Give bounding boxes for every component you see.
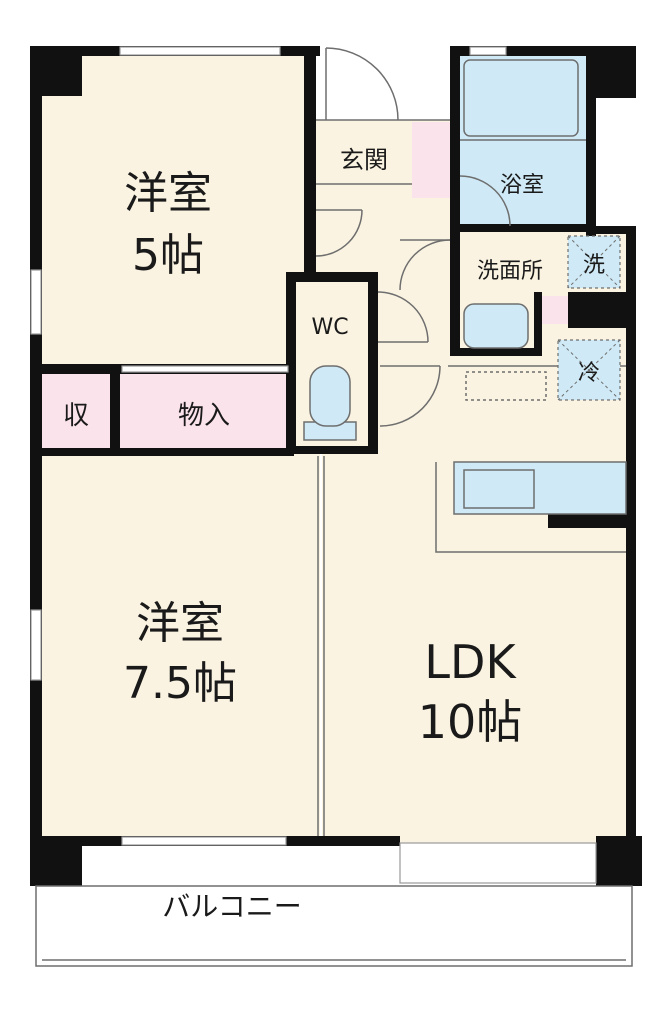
wall-bath-step: [586, 226, 636, 234]
toilet-bowl: [309, 365, 351, 427]
window-western75-left: [30, 609, 42, 681]
pink-shaft: [540, 296, 568, 324]
wall-wc-right: [368, 272, 378, 454]
washbasin: [463, 303, 529, 349]
column-top-left: [30, 46, 82, 96]
bathtub: [463, 59, 579, 137]
label-western5-size: 5帖: [132, 230, 204, 281]
window-bath-top: [469, 46, 507, 56]
refrigerator-cross-2: [557, 339, 621, 401]
wall-wc-outline-top: [286, 272, 378, 282]
wall-right-lower: [626, 226, 636, 846]
window-western75-bottom: [121, 836, 287, 846]
thin-lines: [35, 47, 633, 967]
wall-top-bath: [450, 46, 596, 56]
ldk-door-swing: [379, 365, 441, 427]
wall-washroom-shaft: [568, 292, 636, 328]
kitchen-sink: [463, 469, 535, 509]
label-washroom: 洗面所: [477, 259, 543, 284]
label-washing-machine: 洗: [583, 253, 605, 278]
window-ldk-bottom: [399, 842, 597, 884]
balcony-outline: [35, 885, 633, 967]
room-western-5-floor: [38, 48, 306, 370]
label-entrance: 玄関: [340, 146, 388, 174]
wall-washroom-right: [534, 292, 542, 356]
label-storage: 物入: [178, 401, 230, 431]
washroom-door-swing: [399, 239, 451, 291]
bath-door-swing: [459, 175, 511, 227]
label-ldk-name: LDK: [424, 635, 517, 689]
label-western75-size: 7.5帖: [123, 658, 237, 709]
closet-small-floor: [40, 374, 112, 450]
wall-western5-right: [304, 46, 316, 276]
wall-storage-bottom: [30, 448, 294, 456]
wc-door-swing: [377, 291, 429, 343]
storage-floor: [120, 374, 288, 450]
label-balcony: バルコニー: [162, 890, 301, 923]
column-top-right: [596, 46, 636, 98]
wall-kitchen-stub: [548, 514, 636, 528]
label-closet-small: 収: [63, 401, 89, 431]
kitchen-zone-edge: [435, 462, 626, 553]
entrance-tile-pink: [412, 122, 454, 198]
window-storage-top: [121, 365, 289, 373]
room-western-75-floor: [38, 452, 320, 842]
labels: 洋室 5帖 洋室 7.5帖 LDK 10帖 玄関 浴室 洗面所 WC 収 物入 …: [63, 146, 605, 923]
washing-machine-cross-2: [567, 235, 621, 289]
column-bottom-left: [30, 836, 82, 886]
label-ldk-size: 10帖: [418, 695, 523, 749]
window-western5-top: [119, 46, 281, 56]
label-wc: WC: [311, 315, 348, 340]
label-western75-name: 洋室: [136, 598, 224, 649]
washing-machine-space: [567, 235, 621, 289]
wall-wc-left: [286, 272, 296, 454]
wall-washroom-bottom: [450, 348, 542, 356]
wall-left: [30, 46, 42, 846]
wall-right-upper: [586, 46, 596, 236]
refrigerator-space: [557, 339, 621, 401]
entry-door-swing: [325, 47, 399, 121]
wall-closet-divider: [110, 364, 120, 454]
hall-door-swing-1: [315, 209, 363, 257]
wall-wc-bottom: [286, 446, 378, 454]
label-bath: 浴室: [500, 173, 544, 198]
window-western5-left: [30, 269, 42, 335]
label-refrigerator: 冷: [578, 361, 600, 386]
column-bottom-right: [596, 836, 642, 886]
windows: [30, 46, 597, 884]
wall-bath-bottom: [450, 224, 586, 232]
wall-bath-left: [450, 46, 460, 356]
label-western5-name: 洋室: [124, 168, 212, 219]
bath-floor: [458, 48, 586, 226]
